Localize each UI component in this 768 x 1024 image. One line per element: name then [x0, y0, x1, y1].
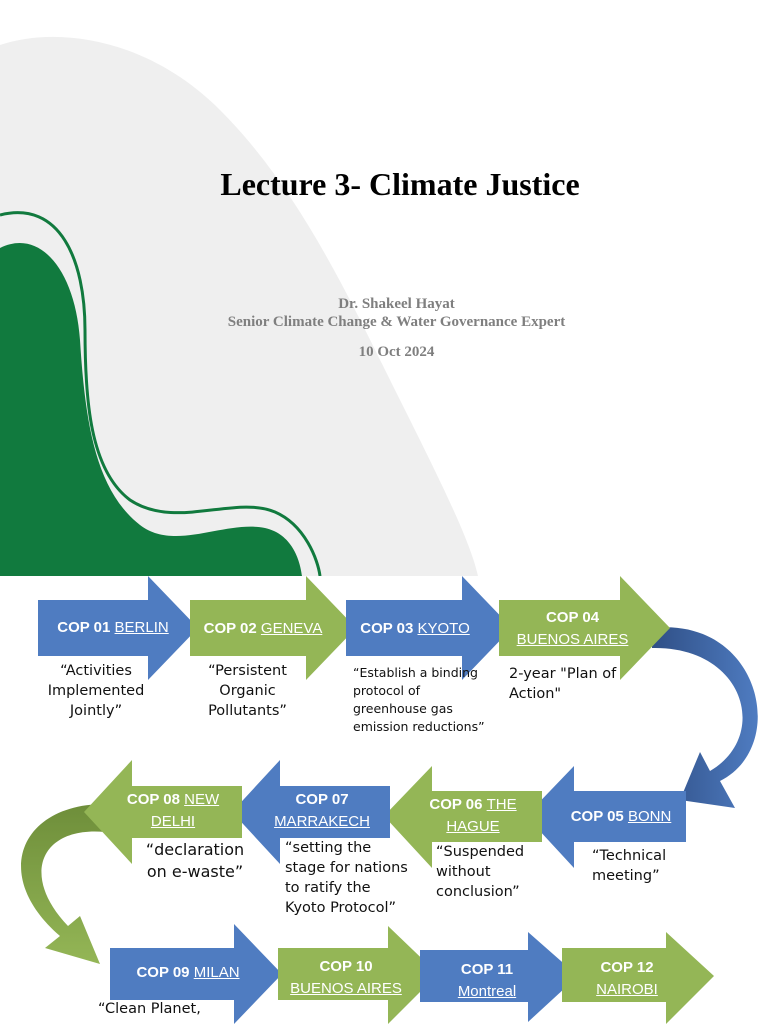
cop02-note: “Persistent Organic Pollutants” [208, 663, 287, 719]
cop08-arrow [84, 760, 242, 864]
cop08-number: COP 08 [126, 791, 180, 808]
cop06-number: COP 06 [429, 796, 483, 813]
cop03-label: COP 03 KYOTO [340, 618, 490, 640]
cop09-arrow [110, 924, 282, 1024]
cop11-arrow [420, 932, 578, 1022]
cop04-city: BUENOS AIRES [516, 631, 629, 648]
cop09-note: “Clean Planet, [98, 1001, 201, 1017]
cop01-label: COP 01 BERLIN [38, 617, 188, 639]
curved-connector-right [652, 627, 758, 808]
lecture-date: 10 Oct 2024 [358, 344, 435, 360]
cop05-note: “Technical meeting” [592, 848, 667, 884]
cop12-city: NAIROBI [596, 981, 658, 998]
cop11-number: COP 11 [460, 961, 514, 978]
cop08-label: COP 08 NEW DELHI [118, 789, 228, 833]
cop04-note: 2-year "Plan of Action" [509, 666, 617, 702]
cop12-number: COP 12 [600, 959, 654, 976]
cop06-city: THE HAGUE [446, 796, 517, 835]
cop02-number: COP 02 [203, 620, 257, 637]
curved-connector-left [21, 804, 105, 964]
cop09-city: MILAN [193, 964, 240, 981]
cop07-city: MARRAKECH [274, 813, 370, 830]
cop01-arrow [38, 576, 198, 680]
cop04-number: COP 04 [545, 609, 600, 626]
cop11-city: Montreal [457, 983, 517, 1000]
cop-timeline-diagram: COP 01 BERLIN COP 02 GENEVA COP 03 KYOTO… [0, 576, 768, 1024]
cop02-city: GENEVA [260, 620, 323, 637]
cop03-number: COP 03 [360, 620, 414, 637]
author-name: Dr. Shakeel Hayat [338, 296, 455, 312]
cop10-number: COP 10 [319, 958, 373, 975]
cop07-number: COP 07 [295, 791, 349, 808]
cop07-arrow [232, 760, 390, 864]
slide-title: Lecture 3- Climate Justice [220, 166, 580, 202]
cop06-label: COP 06 THE HAGUE [418, 794, 528, 838]
cop05-number: COP 05 [570, 808, 624, 825]
timeline-shapes [21, 576, 758, 1024]
cop12-arrow [562, 932, 714, 1024]
cop02-label: COP 02 GENEVA [188, 618, 338, 640]
cop04-label: COP 04 BUENOS AIRES [500, 607, 645, 651]
green-wave-shape [0, 243, 302, 576]
cop03-note: “Establish a binding protocol of greenho… [353, 665, 485, 734]
cop05-city: BONN [627, 808, 672, 825]
cop01-city: BERLIN [114, 619, 169, 636]
cop02-arrow [190, 576, 356, 680]
cop11-label: COP 11 Montreal [428, 959, 546, 1003]
title-slide: Lecture 3- Climate Justice Dr. Shakeel H… [0, 36, 580, 576]
green-wave-outline [0, 211, 322, 576]
cop01-number: COP 01 [57, 619, 111, 636]
cop07-note: “setting the stage for nations to ratify… [285, 840, 408, 916]
cop06-arrow [384, 766, 542, 868]
cop03-arrow [346, 576, 512, 680]
gray-wave-shape [0, 36, 478, 576]
cop08-city: NEW DELHI [150, 791, 220, 830]
cop03-city: KYOTO [417, 620, 470, 637]
cop07-label: COP 07 MARRAKECH [262, 789, 382, 833]
cop10-city: BUENOS AIRES [290, 980, 402, 997]
cop08-note: “declaration on e-waste” [145, 840, 245, 881]
cop04-arrow [499, 576, 670, 680]
cop10-arrow [278, 926, 438, 1024]
cop05-label: COP 05 BONN [556, 806, 686, 828]
cop06-note: “Suspended without conclusion” [436, 844, 525, 900]
cop05-arrow [526, 766, 686, 868]
cop09-number: COP 09 [136, 964, 190, 981]
cop10-label: COP 10 BUENOS AIRES [282, 956, 410, 1000]
cop09-label: COP 09 MILAN [118, 962, 258, 984]
cop12-label: COP 12 NAIROBI [568, 957, 686, 1001]
slide-background [0, 36, 478, 576]
author-role: Senior Climate Change & Water Governance… [227, 314, 566, 330]
cop01-note: “Activities Implemented Jointly” [47, 663, 145, 719]
